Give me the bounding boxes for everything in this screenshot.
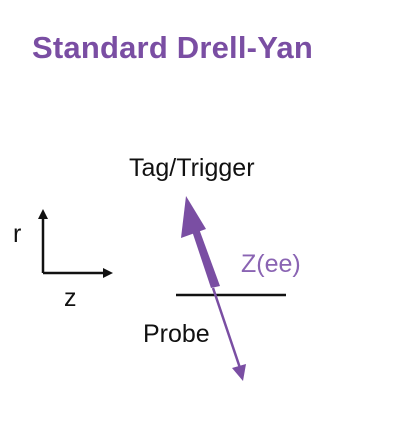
z-ee-label: Z(ee) xyxy=(241,250,301,278)
diagram-title: Standard Drell-Yan xyxy=(32,30,313,65)
r-axis-label: r xyxy=(13,220,22,248)
probe-label: Probe xyxy=(143,320,210,348)
tag-trigger-label: Tag/Trigger xyxy=(129,154,255,182)
probe-electron-arrow-shaft xyxy=(211,287,242,369)
tag-electron-arrowhead xyxy=(181,196,206,238)
z-axis-label: z xyxy=(64,284,77,312)
probe-electron-arrowhead xyxy=(232,364,246,381)
tag-electron-arrow-shaft xyxy=(191,226,220,288)
